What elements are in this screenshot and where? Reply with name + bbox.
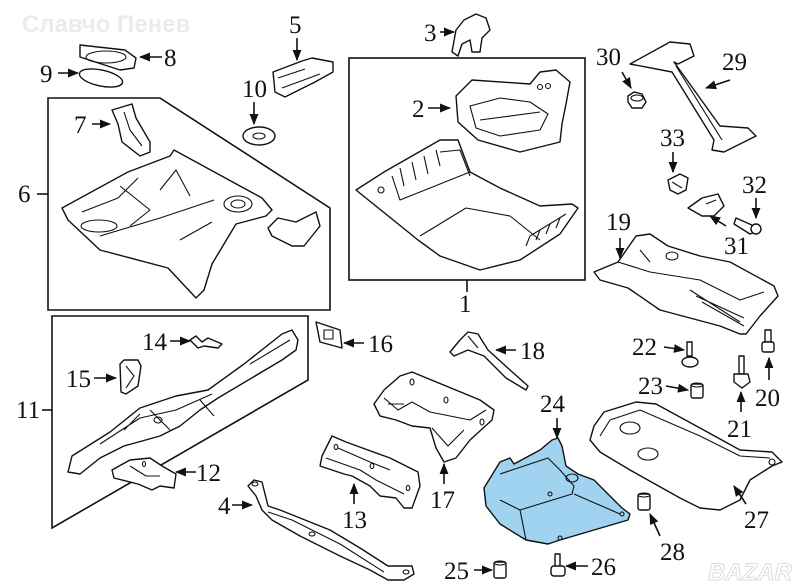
callout-24: 24 [540,391,566,418]
leader-27 [733,485,747,505]
watermark-bottom: BAZAR [708,559,793,586]
part-12-bracket[interactable] [111,457,177,491]
callout-16: 16 [368,331,393,358]
part-25-nut[interactable] [493,560,507,579]
part-17-crossmember[interactable] [373,371,495,463]
leader-22 [663,344,686,353]
part-27-underbody-shield[interactable] [589,401,783,511]
part-21-bolt[interactable] [733,355,751,389]
leader-23 [665,383,690,393]
callout-20: 20 [755,385,780,412]
part-19-rear-floor-panel[interactable] [593,233,779,335]
callout-6: 6 [18,181,31,208]
callout-17: 17 [430,487,455,514]
part-6-side-bracket[interactable] [267,211,321,247]
callout-31: 31 [724,233,749,260]
callout-28: 28 [660,539,685,566]
callout-21: 21 [727,416,752,443]
callout-8: 8 [164,45,177,72]
leader-31 [709,215,727,227]
part-11-side-rail[interactable] [67,329,299,475]
part-20-stud[interactable] [761,329,775,353]
callout-9: 9 [40,61,53,88]
callout-5: 5 [289,12,302,39]
part-29-brace[interactable] [629,41,757,153]
leader-28 [649,512,661,537]
callout-1: 1 [459,291,472,318]
part-33-clip[interactable] [667,173,689,195]
part-9-o-ring[interactable] [78,66,124,91]
callout-26: 26 [591,554,616,581]
callout-23: 23 [638,373,663,400]
callout-12: 12 [196,460,221,487]
part-14-seal[interactable] [189,335,223,349]
part-13-reinforcement[interactable] [319,435,421,509]
part-3-bracket[interactable] [451,13,491,57]
callout-22: 22 [632,334,657,361]
part-10-plug[interactable] [242,126,276,146]
part-28-nut[interactable] [637,492,651,511]
part-26-stud[interactable] [550,553,566,577]
callout-2: 2 [412,96,425,123]
part-1-front-floor-pan[interactable] [355,139,579,271]
callout-4: 4 [218,493,231,520]
callout-18: 18 [520,338,545,365]
callout-27: 27 [744,507,769,534]
callout-7: 7 [74,112,87,139]
group-box-6 [47,97,331,311]
part-30-nut[interactable] [627,91,647,109]
part-23-nut[interactable] [690,382,704,399]
part-2-floor-reinforcement[interactable] [455,69,571,153]
callout-13: 13 [342,507,367,534]
callout-15: 15 [66,366,91,393]
part-6-rear-floor-pan[interactable] [61,149,273,299]
part-8-gasket[interactable] [79,44,137,71]
callout-33: 33 [660,125,685,152]
part-4-crossbar[interactable] [247,479,415,581]
callout-11: 11 [16,397,40,424]
callout-3: 3 [424,20,437,47]
callout-29: 29 [722,49,747,76]
part-16-patch[interactable] [315,321,343,349]
callout-25: 25 [444,558,469,585]
leader-30 [621,71,632,89]
part-22-stud[interactable] [681,341,699,368]
callout-19: 19 [606,209,631,236]
part-15-bracket[interactable] [119,359,142,395]
part-32-bolt[interactable] [733,217,762,235]
part-24-splash-shield[interactable] [483,437,631,545]
part-5-bracket[interactable] [272,57,334,98]
part-7-bracket[interactable] [111,103,151,157]
watermark-top: Славчо Пенев [22,11,190,38]
part-31-bracket[interactable] [687,193,725,217]
part-18-gusset[interactable] [449,331,529,391]
callout-32: 32 [742,172,767,199]
callout-30: 30 [596,44,621,71]
callout-10: 10 [242,76,267,103]
callout-14: 14 [142,329,168,356]
leader-29 [704,79,731,90]
group-box-11 [51,315,309,530]
